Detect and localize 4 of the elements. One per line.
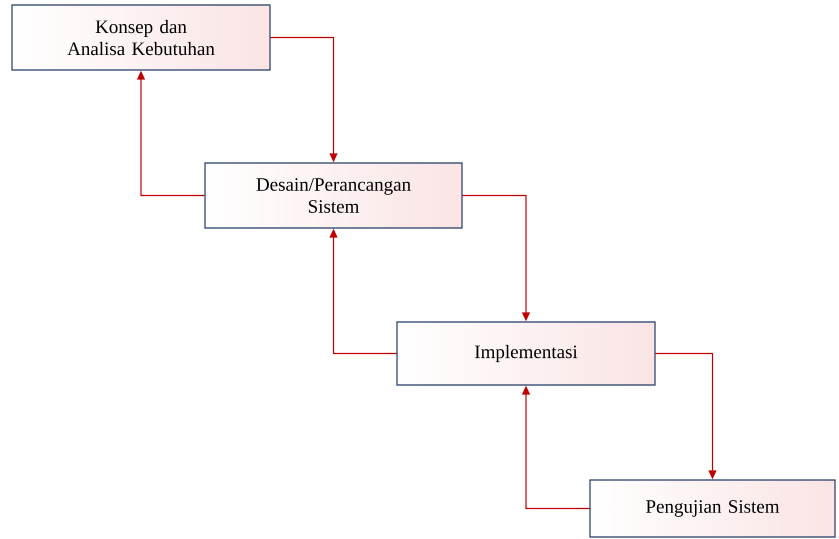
process-box: Desain/Perancangan Sistem xyxy=(204,162,463,229)
process-box: Pengujian Sistem xyxy=(589,479,836,538)
process-box: Implementasi xyxy=(396,321,656,386)
process-box: Konsep dan Analisa Kebutuhan xyxy=(11,4,271,71)
